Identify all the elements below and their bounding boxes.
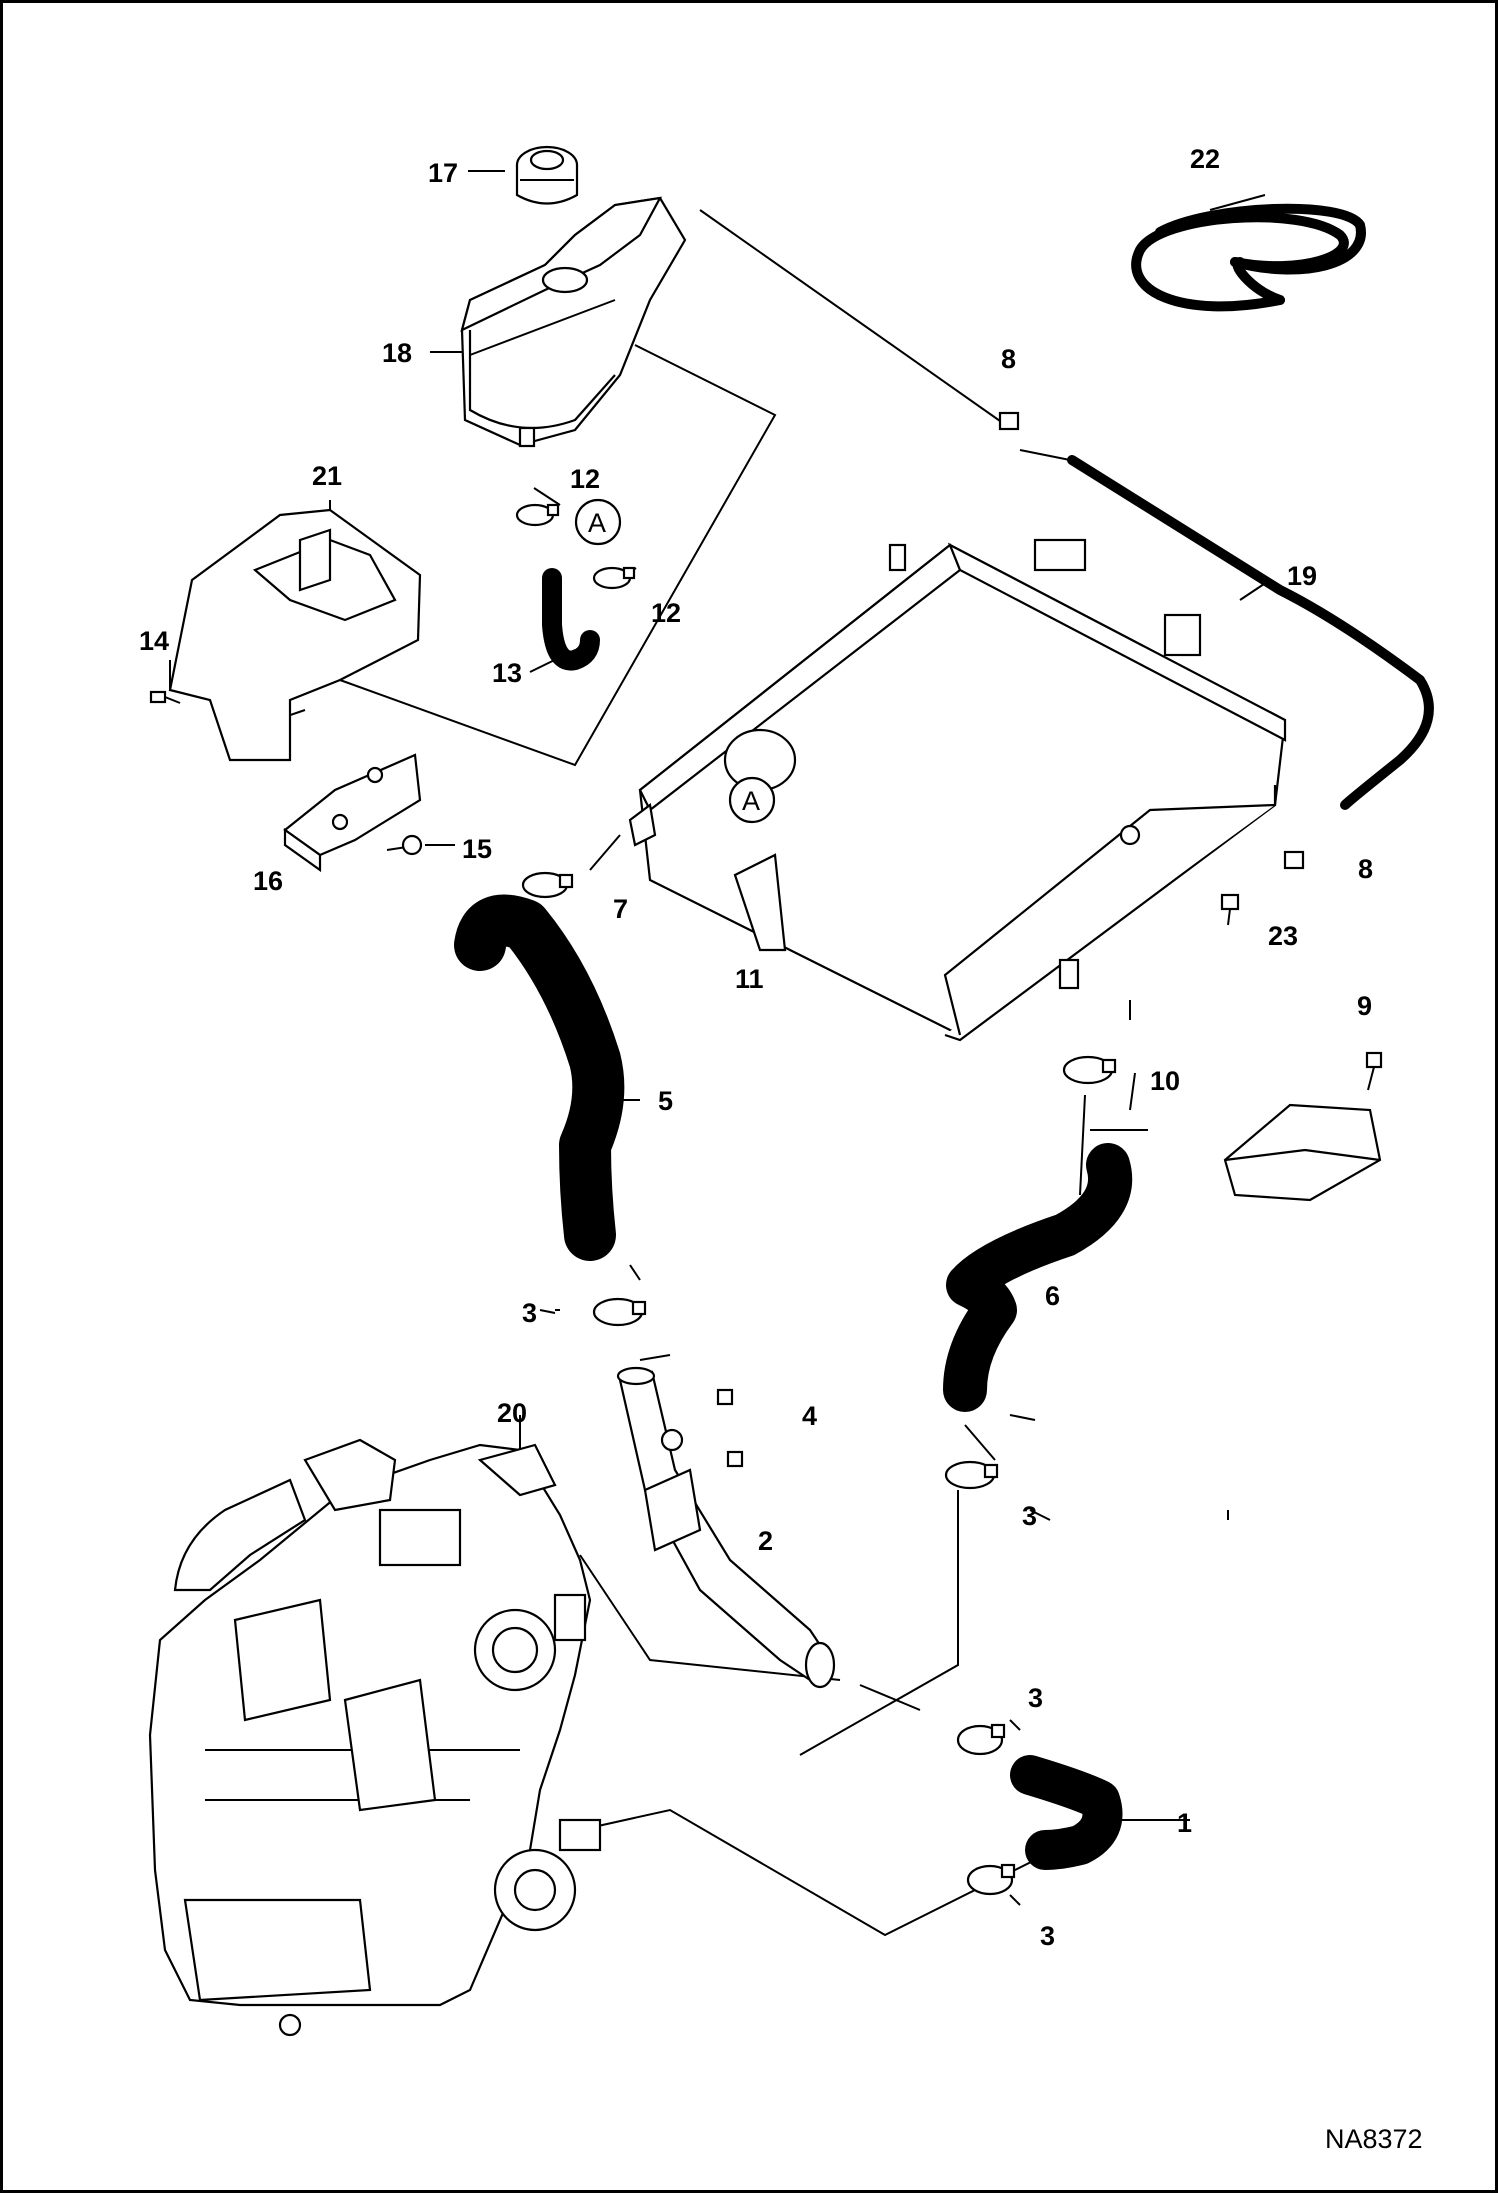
callout-16: 16 bbox=[253, 866, 283, 896]
part-23-fitting bbox=[1220, 893, 1240, 926]
part-3-clamp-b bbox=[944, 1460, 999, 1490]
callout-3: 3 bbox=[1028, 1683, 1043, 1713]
part-1-elbow-hose bbox=[1010, 1755, 1123, 1870]
callout-labels: 1 2 3 3 3 3 4 5 6 7 8 8 9 10 11 12 12 13… bbox=[139, 144, 1373, 1951]
ref-marker-a-upper: A bbox=[574, 498, 622, 546]
callout-14: 14 bbox=[139, 626, 169, 656]
ref-marker-a-lower: A bbox=[728, 776, 776, 824]
part-21-bracket-plate bbox=[168, 508, 422, 762]
part-3-clamp-c bbox=[956, 1723, 1006, 1756]
callout-12: 12 bbox=[651, 598, 681, 628]
part-3-clamp-d bbox=[966, 1863, 1016, 1896]
diagram-id-label: NA8372 bbox=[1325, 2124, 1423, 2154]
part-20-engine bbox=[148, 1438, 602, 2037]
callout-12: 12 bbox=[570, 464, 600, 494]
callout-9: 9 bbox=[1357, 991, 1372, 1021]
callout-15: 15 bbox=[462, 834, 492, 864]
callout-11: 11 bbox=[735, 964, 764, 994]
part-15-nut bbox=[401, 834, 423, 856]
callout-4: 4 bbox=[802, 1401, 817, 1431]
part-22-hose-coil bbox=[1131, 203, 1366, 312]
part-8-clamp-upper bbox=[998, 411, 1020, 431]
callout-3: 3 bbox=[1040, 1921, 1055, 1951]
svg-text:A: A bbox=[588, 508, 606, 538]
callout-22: 22 bbox=[1190, 144, 1220, 174]
part-9-cover bbox=[1223, 1051, 1383, 1202]
callout-2: 2 bbox=[758, 1526, 773, 1556]
callout-23: 23 bbox=[1268, 921, 1298, 951]
callout-19: 19 bbox=[1287, 561, 1317, 591]
callout-3: 3 bbox=[1022, 1501, 1037, 1531]
part-7-clamp bbox=[521, 871, 574, 899]
callout-21: 21 bbox=[312, 461, 342, 491]
part-18-coolant-reservoir bbox=[460, 196, 687, 448]
part-4-bolt bbox=[716, 1388, 744, 1468]
callout-13: 13 bbox=[492, 658, 522, 688]
part-17-filler-cap bbox=[515, 145, 579, 205]
callout-6: 6 bbox=[1045, 1281, 1060, 1311]
callout-8: 8 bbox=[1001, 344, 1016, 374]
part-14-bolt bbox=[149, 690, 181, 704]
callout-5: 5 bbox=[658, 1086, 673, 1116]
part-12-clamp-upper bbox=[515, 503, 560, 527]
part-12-clamp-lower bbox=[592, 566, 636, 590]
part-13-hose-short bbox=[542, 568, 600, 671]
part-16-mount-bracket bbox=[283, 753, 422, 873]
callout-7: 7 bbox=[613, 894, 628, 924]
svg-text:A: A bbox=[742, 786, 760, 816]
part-2-coolant-pipe bbox=[616, 1366, 836, 1689]
part-6-lower-hose bbox=[943, 1143, 1133, 1412]
callout-3: 3 bbox=[522, 1298, 537, 1328]
callout-17: 17 bbox=[428, 158, 458, 188]
part-19-overflow-hose bbox=[1067, 455, 1434, 810]
part-5-upper-hose bbox=[454, 894, 625, 1261]
callout-1: 1 bbox=[1177, 1808, 1192, 1838]
callout-18: 18 bbox=[382, 338, 412, 368]
callout-20: 20 bbox=[497, 1398, 527, 1428]
part-3-clamp-a bbox=[592, 1297, 647, 1327]
callout-8: 8 bbox=[1358, 854, 1373, 884]
part-10-clamp bbox=[1062, 1055, 1117, 1085]
callout-10: 10 bbox=[1150, 1066, 1180, 1096]
part-8-clamp-lower bbox=[1283, 850, 1305, 870]
part-11-radiator bbox=[628, 538, 1287, 1042]
